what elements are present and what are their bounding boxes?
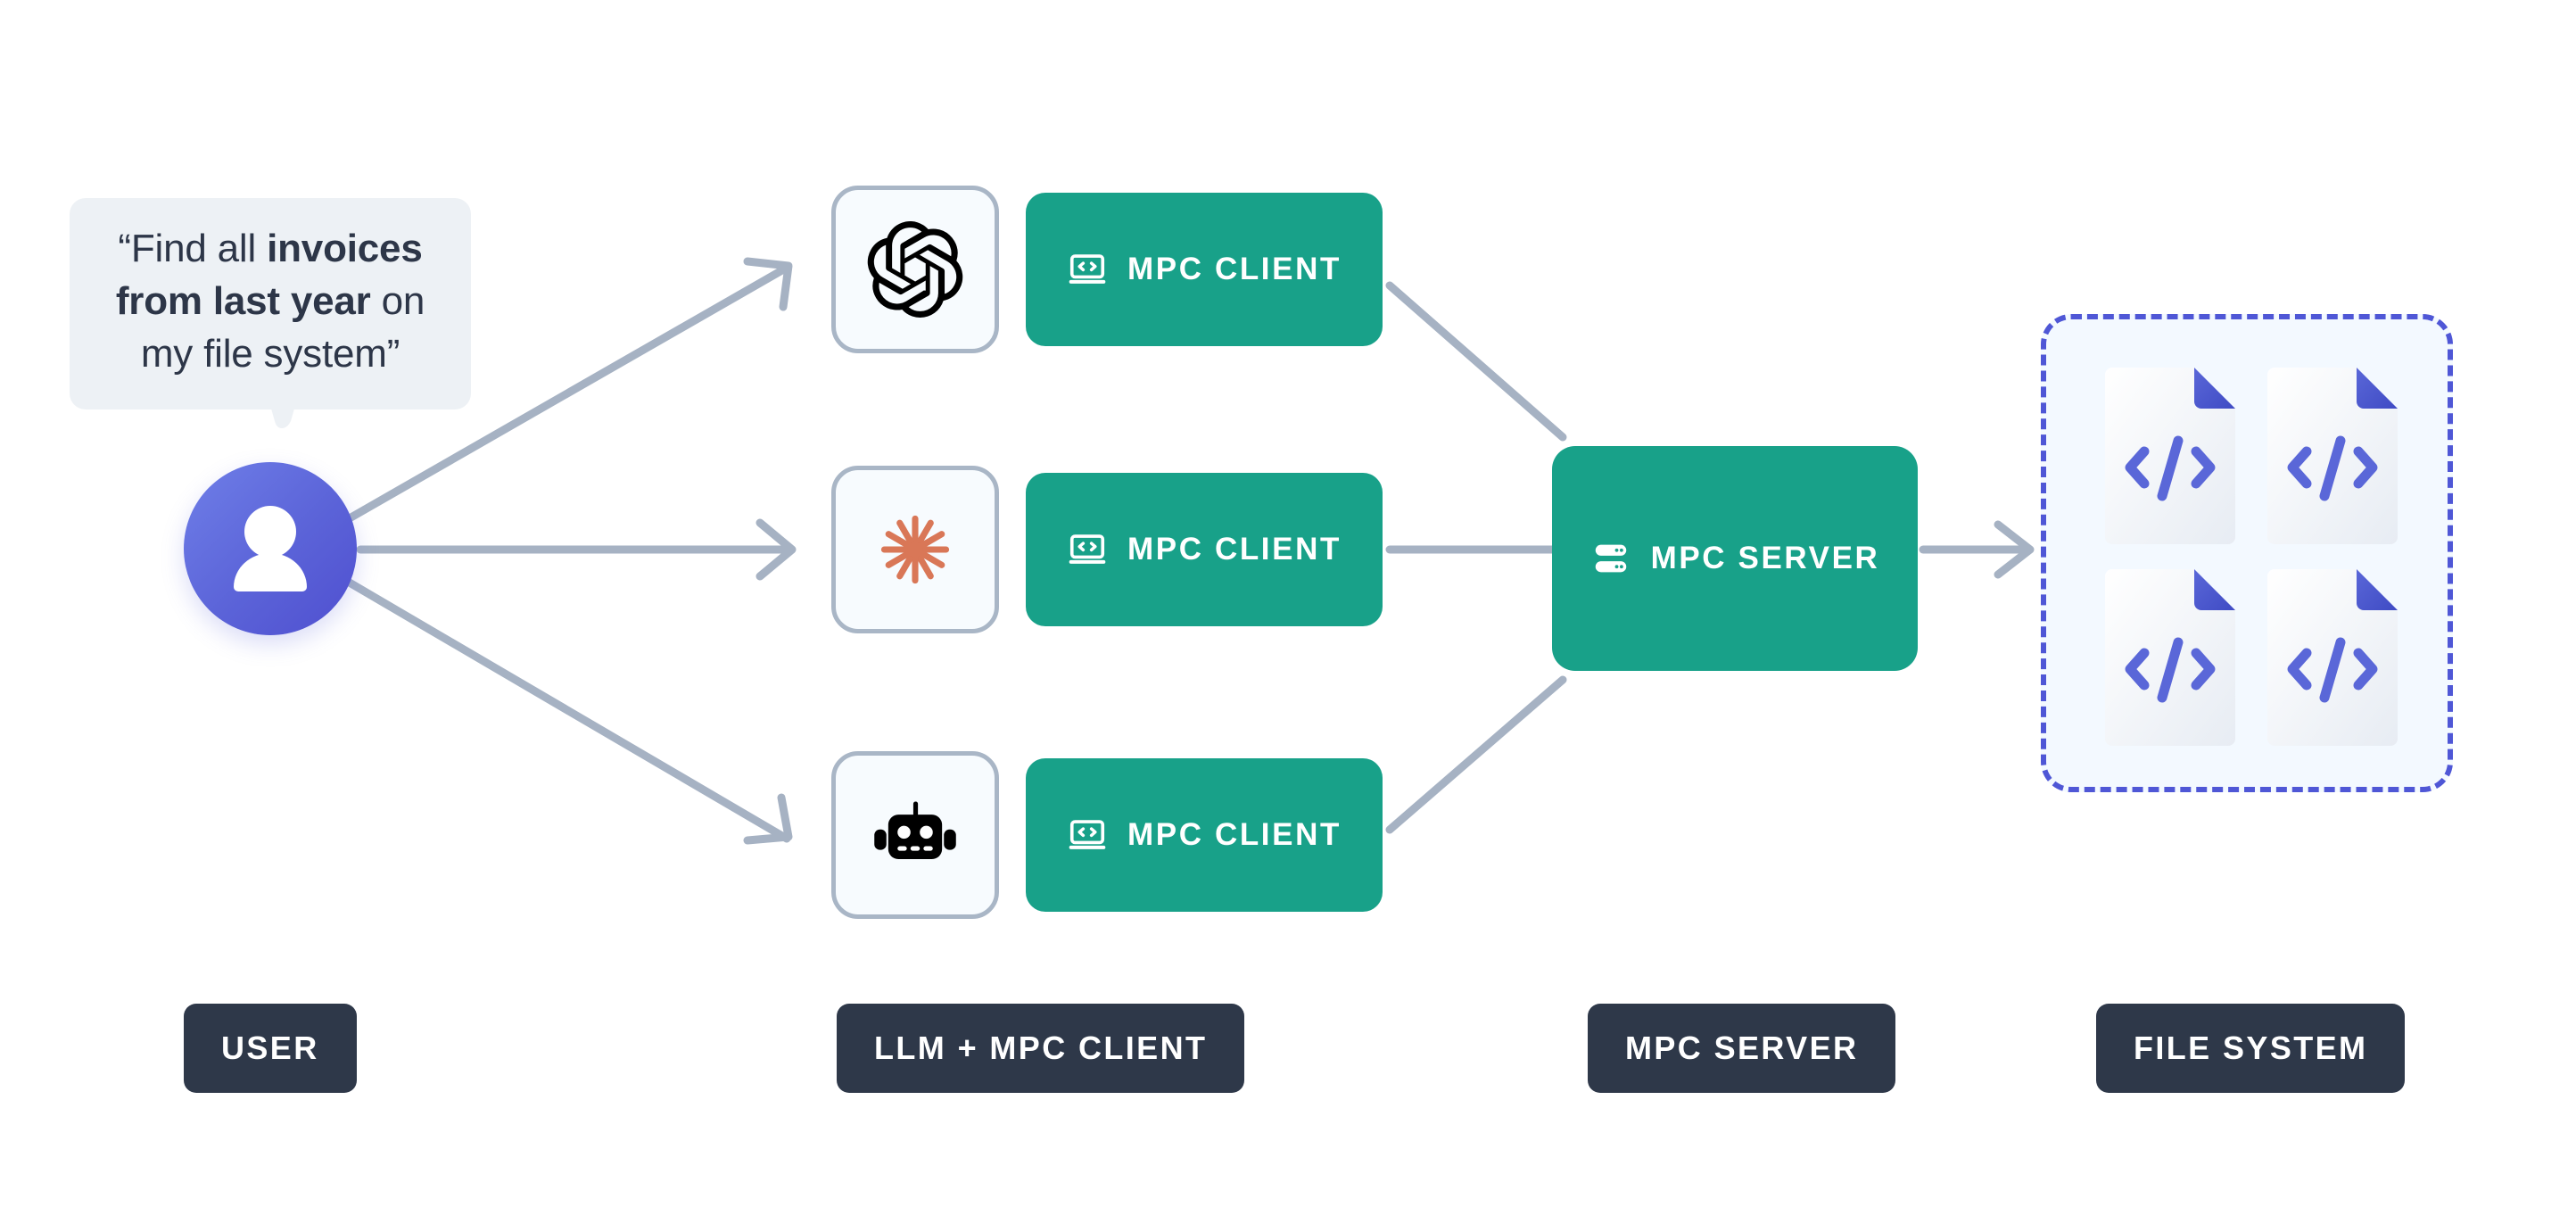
llm-tile-robot[interactable]	[831, 751, 999, 919]
legend-pill-user[interactable]: USER	[184, 1004, 357, 1093]
legend-pill-file-system[interactable]: FILE SYSTEM	[2096, 1004, 2406, 1093]
speech-bubble-text: “Find all invoices from last year on my fi…	[116, 227, 425, 376]
legend-pill-llm-client[interactable]: LLM + MPC CLIENT	[837, 1004, 1245, 1093]
legend-label: LLM + MPC CLIENT	[874, 1030, 1208, 1066]
legend-label: FILE SYSTEM	[2134, 1030, 2368, 1066]
client-box-label: MPC CLIENT	[1127, 252, 1342, 286]
legend-pill-server[interactable]: MPC SERVER	[1588, 1004, 1896, 1093]
code-file-icon[interactable]	[2262, 567, 2403, 746]
quote-close: ”	[386, 331, 400, 376]
laptop-code-icon	[1069, 254, 1106, 284]
legend-label: USER	[221, 1030, 319, 1066]
arrowhead-server-to-filesystem	[1994, 520, 2035, 579]
server-box-label: MPC SERVER	[1650, 541, 1880, 575]
robot-icon	[874, 801, 956, 860]
speech-bubble-tail	[252, 382, 316, 428]
client-box-label: MPC CLIENT	[1127, 532, 1342, 567]
code-file-icon[interactable]	[2262, 366, 2403, 544]
bubble-line1-bold: invoices	[267, 227, 423, 270]
openai-logo-icon	[867, 221, 963, 318]
arrowhead-user-to-robot	[743, 793, 793, 845]
code-file-icon[interactable]	[2100, 567, 2241, 746]
quote-open: “	[118, 227, 131, 270]
line-client1-to-server	[1385, 281, 1567, 442]
claude-starburst-icon	[880, 515, 950, 584]
file-system-panel	[2041, 314, 2453, 792]
llm-tile-openai[interactable]	[831, 186, 999, 353]
user-avatar	[184, 462, 357, 635]
bubble-line1-plain: Find all	[130, 227, 268, 270]
llm-tile-claude[interactable]	[831, 466, 999, 633]
speech-bubble: “Find all invoices from last year on my fi…	[70, 198, 471, 409]
server-box[interactable]: MPC SERVER	[1552, 446, 1918, 671]
code-file-icon[interactable]	[2100, 366, 2241, 544]
arrowhead-user-to-openai	[743, 257, 793, 311]
legend-label: MPC SERVER	[1625, 1030, 1859, 1066]
file-grid	[2100, 366, 2403, 749]
client-box-label: MPC CLIENT	[1127, 817, 1342, 852]
arrow-user-to-robot	[343, 577, 791, 843]
laptop-code-icon	[1069, 534, 1106, 564]
client-box-claude[interactable]: MPC CLIENT	[1026, 473, 1383, 626]
bubble-line3-plain: my file system	[140, 331, 387, 376]
server-rack-icon	[1595, 544, 1626, 573]
person-icon	[234, 506, 307, 591]
laptop-code-icon	[1069, 820, 1106, 849]
arrowhead-user-to-claude	[755, 518, 797, 581]
bubble-line2-bold: from last year	[115, 278, 371, 323]
bubble-line2-plain: on	[370, 278, 425, 323]
client-box-robot[interactable]: MPC CLIENT	[1026, 758, 1383, 912]
client-box-openai[interactable]: MPC CLIENT	[1026, 193, 1383, 346]
line-client3-to-server	[1385, 675, 1567, 834]
